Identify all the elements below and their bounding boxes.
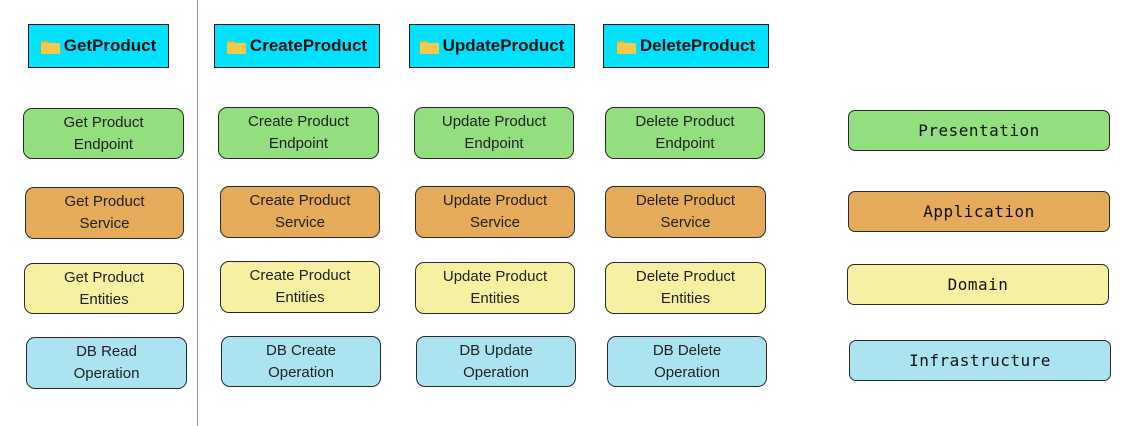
header-createproduct: CreateProduct — [214, 24, 380, 68]
update-product-entities-box: Update Product Entities — [415, 262, 575, 314]
legend-application: Application — [848, 191, 1110, 232]
header-label: CreateProduct — [249, 36, 368, 55]
legend-presentation: Presentation — [848, 110, 1110, 151]
db-update-operation-box: DB Update Operation — [416, 336, 576, 387]
update-product-endpoint-box: Update Product Endpoint — [414, 107, 574, 159]
header-updateproduct: UpdateProduct — [409, 24, 575, 68]
get-product-service-box: Get Product Service — [25, 187, 184, 239]
update-product-service-box: Update Product Service — [415, 186, 575, 238]
header-label: GetProduct — [63, 36, 157, 55]
folder-icon — [40, 40, 60, 54]
legend-infrastructure: Infrastructure — [849, 340, 1111, 381]
delete-product-service-box: Delete Product Service — [605, 186, 766, 238]
db-create-operation-box: DB Create Operation — [221, 336, 381, 387]
delete-product-endpoint-box: Delete Product Endpoint — [605, 107, 765, 159]
folder-icon — [226, 40, 246, 54]
header-label: UpdateProduct — [442, 36, 565, 55]
create-product-entities-box: Create Product Entities — [220, 261, 380, 313]
db-read-operation-box: DB Read Operation — [26, 337, 187, 389]
folder-icon — [419, 40, 439, 54]
legend-domain: Domain — [847, 264, 1109, 305]
delete-product-entities-box: Delete Product Entities — [605, 262, 766, 314]
column-divider — [197, 0, 198, 426]
folder-icon — [616, 40, 636, 54]
create-product-service-box: Create Product Service — [220, 186, 380, 238]
header-getproduct: GetProduct — [28, 24, 169, 68]
header-label: DeleteProduct — [639, 36, 756, 55]
db-delete-operation-box: DB Delete Operation — [607, 336, 767, 387]
get-product-endpoint-box: Get Product Endpoint — [23, 108, 184, 159]
create-product-endpoint-box: Create Product Endpoint — [218, 107, 379, 159]
get-product-entities-box: Get Product Entities — [24, 263, 184, 314]
header-deleteproduct: DeleteProduct — [603, 24, 769, 68]
